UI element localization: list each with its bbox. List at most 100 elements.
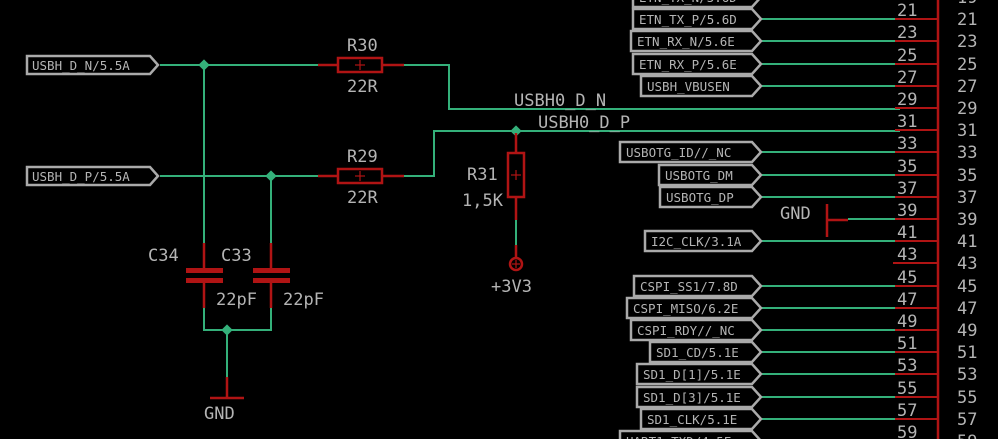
ref-designator: R31	[467, 165, 498, 185]
pin-number-outer: 41	[957, 232, 977, 252]
net-label-text: SD1_CLK/5.1E	[647, 412, 737, 427]
component-value: 22R	[347, 188, 378, 208]
capacitor-c34[interactable]: C34 22pF	[148, 243, 257, 310]
wires-left	[160, 64, 900, 377]
net-label-text: CSPI_RDY//_NC	[637, 323, 735, 338]
net-label-box	[618, 429, 761, 439]
net-label-text: USBH_VBUSEN	[647, 79, 730, 94]
pin-number-outer: 47	[957, 299, 977, 319]
connector-row-pin-39[interactable]: 39 39	[848, 201, 977, 230]
net-label-text: USBH_D_N/5.5A	[32, 58, 130, 73]
pin-number-inner: 59	[897, 423, 917, 439]
gnd-symbol-right[interactable]: GND	[780, 204, 848, 237]
net-label-box	[648, 340, 763, 364]
net-label-box	[635, 362, 763, 386]
net-label-text: UART1_TXD/4.5E	[626, 434, 731, 439]
pin-number-outer: 55	[957, 388, 977, 408]
pin-number-inner: 55	[897, 379, 917, 399]
pin-number-inner: 35	[897, 157, 917, 177]
pin-number-inner: 53	[897, 356, 917, 376]
resistor-r31[interactable]: R31 1,5K	[462, 133, 526, 258]
net-label-box	[629, 318, 763, 342]
pin-number-outer: 29	[957, 99, 977, 119]
power-symbol-3v3[interactable]: +3V3	[491, 256, 532, 297]
net-label-usbh-d-n[interactable]: USBH_D_N/5.5A	[25, 54, 160, 76]
connector-row-pin-19[interactable]: 1919ETN_TX_N/5.6D	[631, 0, 977, 9]
net-label-usbh-d-p[interactable]: USBH_D_P/5.5A	[25, 165, 160, 187]
connector-row-pin-43[interactable]: 43 43	[893, 245, 977, 274]
pin-number-outer: 31	[957, 121, 977, 141]
net-name-usbh0-d-n: USBH0_D_N	[514, 91, 606, 111]
resistor-r29[interactable]: R29 22R	[318, 147, 404, 208]
pin-number-outer: 35	[957, 166, 977, 186]
pin-number-outer: 19	[957, 0, 977, 8]
pin-number-outer: 45	[957, 277, 977, 297]
net-label-text: I2C_CLK/3.1A	[651, 234, 742, 249]
net-label-text: ETN_RX_N/5.6E	[637, 34, 735, 49]
pin-number-inner: 47	[897, 290, 917, 310]
component-value: 22pF	[283, 290, 324, 310]
pin-number-inner: 45	[897, 268, 917, 288]
pin-number-inner: 49	[897, 312, 917, 332]
resistor-r30[interactable]: R30 22R	[318, 36, 404, 97]
pin-number-inner: 43	[897, 245, 917, 265]
connector-rows: 1919ETN_TX_N/5.6D2121ETN_TX_P/5.6D2323ET…	[618, 0, 977, 439]
capacitor-c33[interactable]: C33 22pF	[221, 243, 324, 310]
net-label-text: ETN_TX_N/5.6D	[639, 0, 737, 5]
ref-designator: C33	[221, 246, 252, 266]
net-label-text: SD1_D[1]/5.1E	[643, 367, 741, 382]
net-label-box	[657, 163, 763, 187]
gnd-label: GND	[780, 204, 811, 224]
pin-number-inner: 33	[897, 134, 917, 154]
pin-number-inner: 39	[897, 201, 917, 221]
pin-number-inner: 25	[897, 46, 917, 66]
pin-number-outer: 43	[957, 254, 977, 274]
pin-number-inner: 29	[897, 90, 917, 110]
net-label-text: CSPI_SS1/7.8D	[640, 279, 738, 294]
net-label-text: USBOTG_DP	[666, 190, 734, 205]
pin-number-inner: 37	[897, 179, 917, 199]
pin-number-outer: 25	[957, 55, 977, 75]
component-value: 22pF	[216, 290, 257, 310]
net-label-text: ETN_TX_P/5.6D	[639, 12, 737, 27]
net-label-text: CSPI_MISO/6.2E	[633, 301, 738, 316]
power-label: +3V3	[491, 277, 532, 297]
connector-row-pin-59[interactable]: 5959UART1_TXD/4.5E	[618, 423, 977, 439]
pin-number-inner: 23	[897, 23, 917, 43]
pin-number-outer: 49	[957, 321, 977, 341]
net-label-box	[639, 407, 763, 431]
net-label-box	[639, 74, 763, 98]
pin-number-outer: 39	[957, 210, 977, 230]
junction-dot	[221, 324, 233, 336]
gnd-symbol-bottom[interactable]: GND	[204, 377, 244, 424]
gnd-label: GND	[204, 404, 235, 424]
net-label-box	[658, 185, 763, 209]
pin-number-outer: 51	[957, 343, 977, 363]
net-label-box	[643, 229, 763, 253]
ref-designator: C34	[148, 246, 179, 266]
pin-number-inner: 51	[897, 334, 917, 354]
connector-row-pin-29[interactable]: 29 29	[895, 90, 977, 119]
pin-number-inner: 21	[897, 1, 917, 21]
net-label-text: USBOTG_DM	[665, 168, 733, 183]
pin-number-outer: 27	[957, 77, 977, 97]
net-label-box	[631, 0, 760, 9]
net-label-box	[618, 140, 763, 164]
